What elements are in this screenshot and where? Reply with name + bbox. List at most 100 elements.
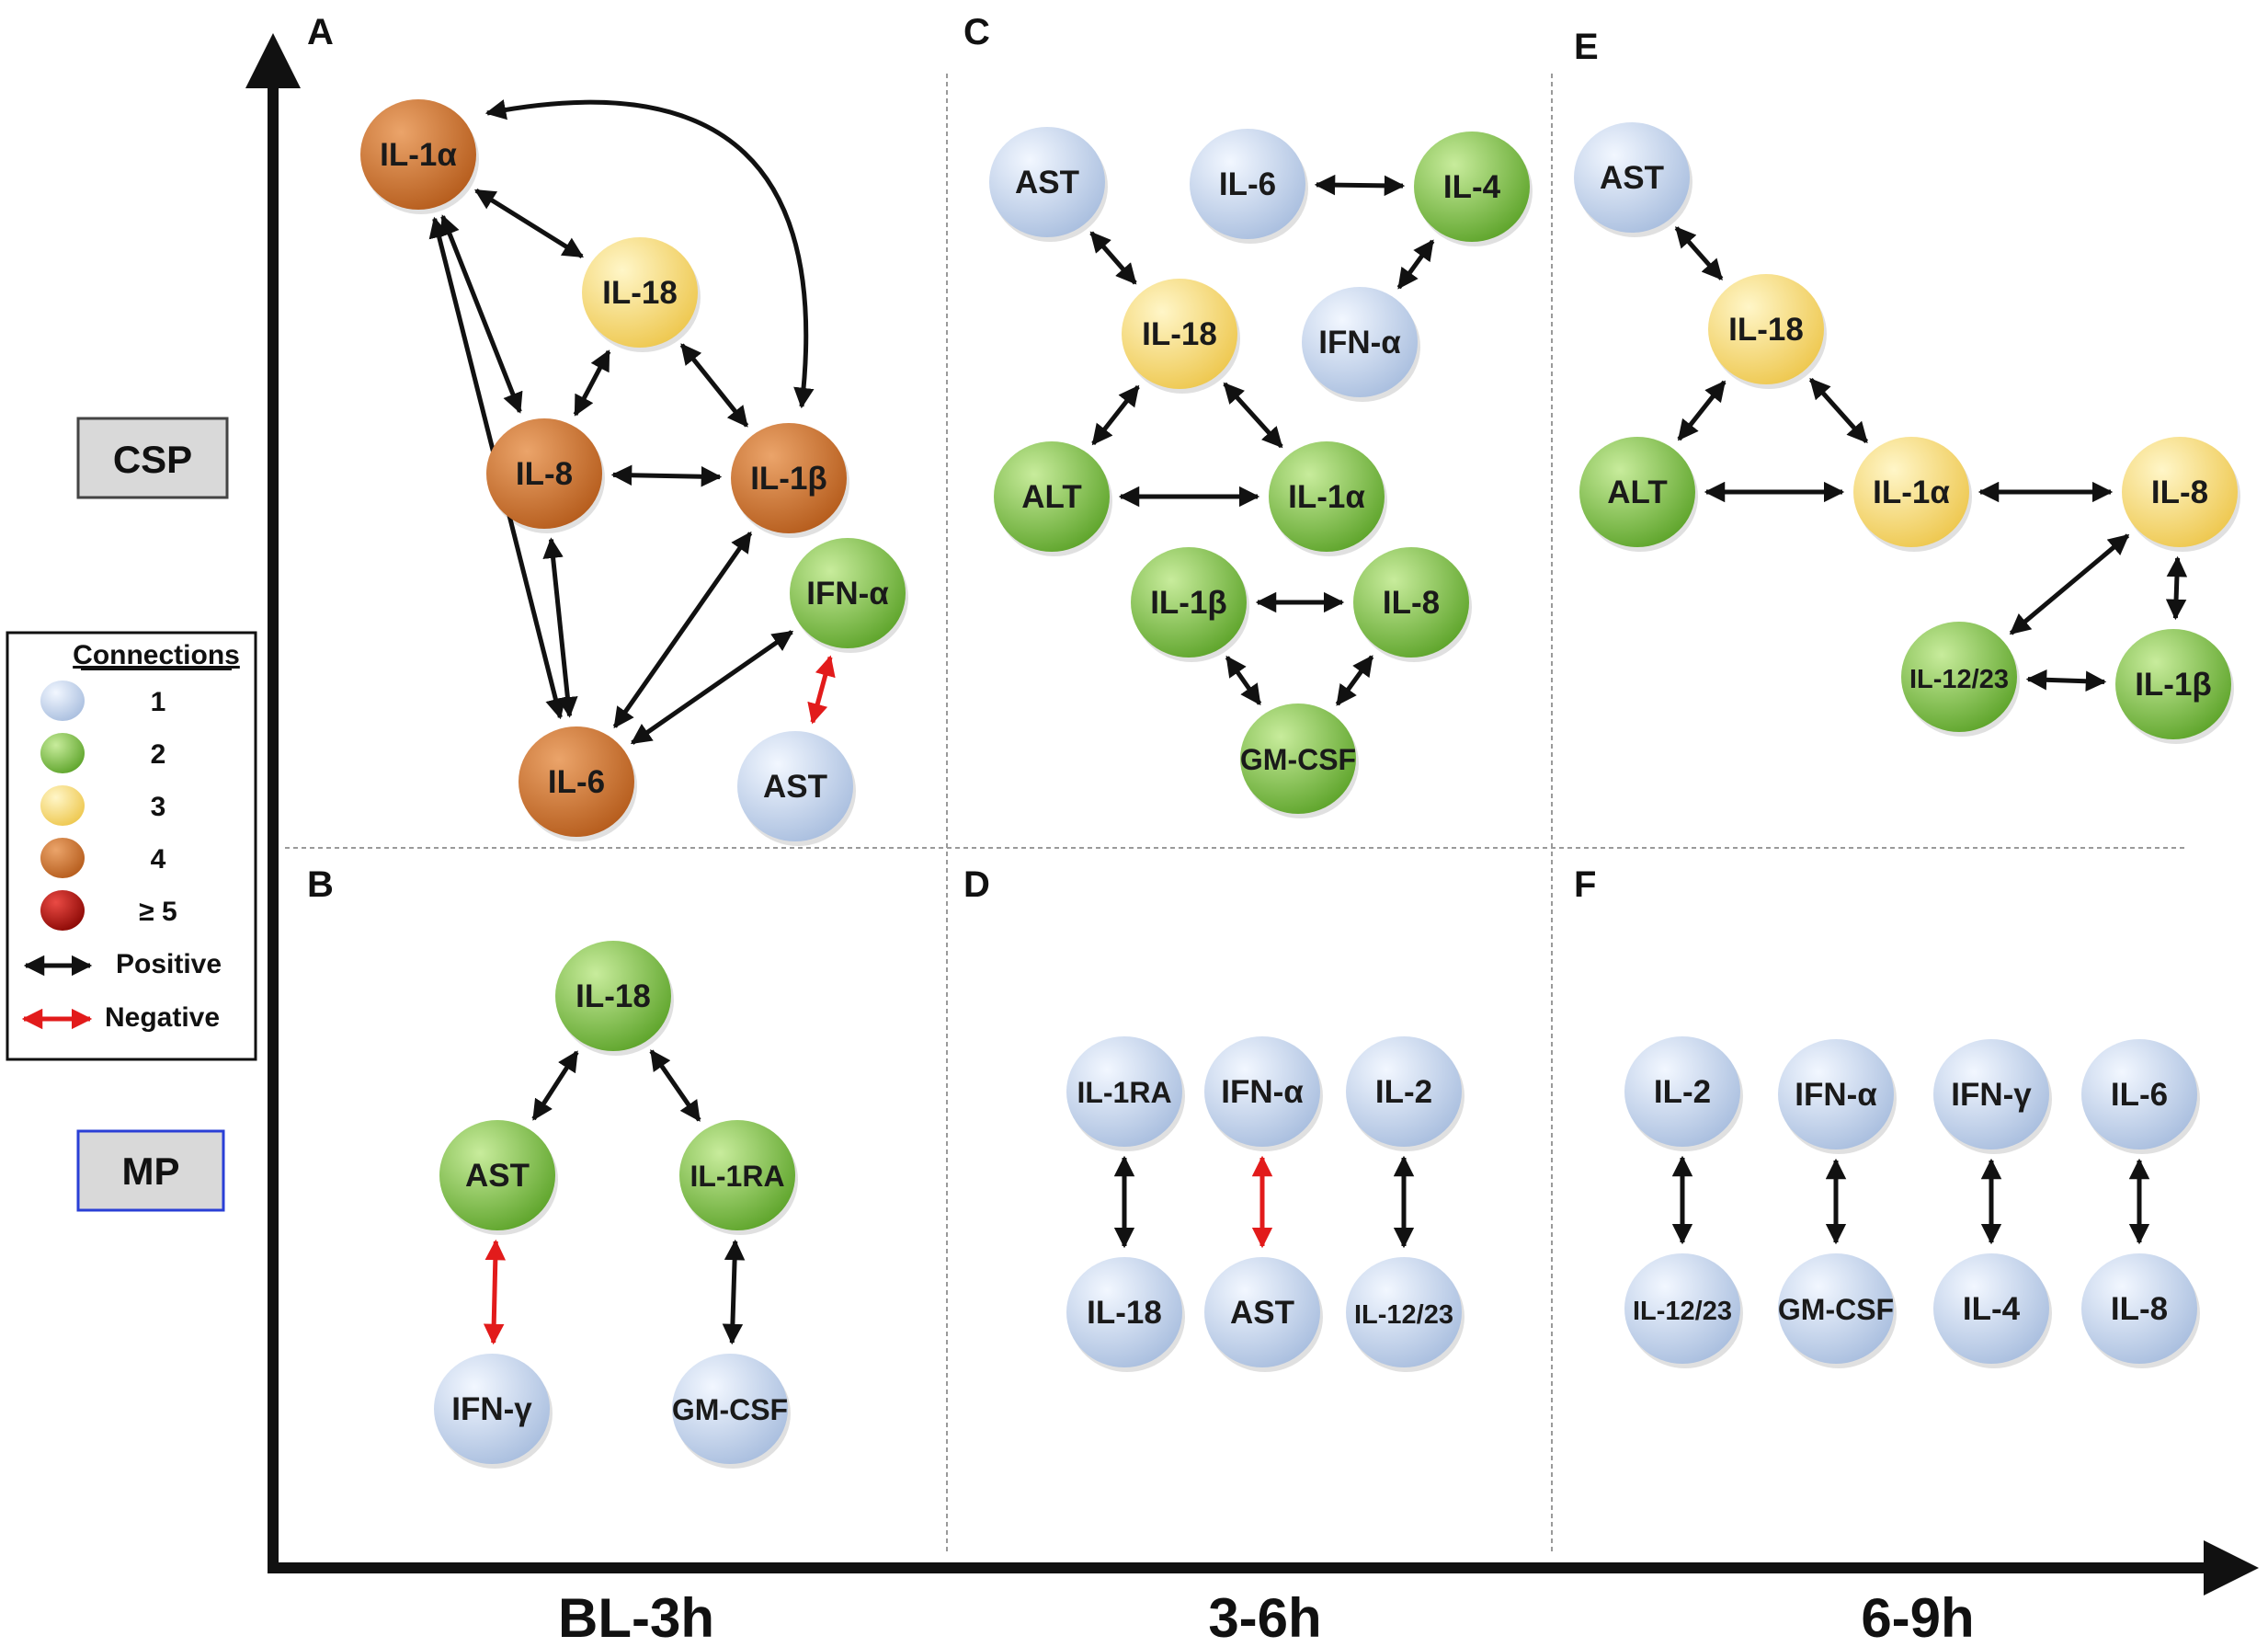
node-label: IL-4 — [1963, 1291, 2021, 1327]
node-label: AST — [465, 1158, 530, 1194]
node-b-ast: AST — [439, 1120, 558, 1235]
node-f-il2: IL-2 — [1624, 1036, 1743, 1151]
node-c-il6: IL-6 — [1190, 129, 1308, 244]
legend-item-label: ≥ 5 — [139, 897, 177, 927]
node-b-il18: IL-18 — [555, 941, 674, 1056]
node-c-il8: IL-8 — [1353, 547, 1472, 662]
node-label: IL-2 — [1654, 1074, 1711, 1110]
node-label: IL-18 — [1728, 312, 1804, 348]
node-label: IL-1β — [750, 461, 827, 497]
node-e-il1223: IL-12/23 — [1901, 622, 2020, 737]
node-a-ast: AST — [737, 731, 856, 846]
node-f-il8: IL-8 — [2081, 1253, 2200, 1368]
mp-group-label: MP — [76, 1129, 225, 1212]
csp-group-label: CSP — [76, 417, 229, 499]
node-b-gmcsf: GM-CSF — [672, 1354, 791, 1469]
node-d-il2: IL-2 — [1346, 1036, 1465, 1151]
positive-edge-C_IL18-C_ALT — [1091, 384, 1140, 446]
node-label: GM-CSF — [672, 1393, 788, 1426]
node-f-gmcsf: GM-CSF — [1778, 1253, 1897, 1368]
positive-edge-A_IL1b-A_IL6 — [612, 531, 753, 729]
node-label: GM-CSF — [1240, 743, 1356, 776]
legend-item-label: 1 — [151, 687, 166, 717]
node-c-ifna: IFN-α — [1302, 287, 1420, 402]
node-label: ALT — [1021, 479, 1081, 515]
panel-letter-d: D — [963, 864, 990, 905]
node-label: IFN-γ — [451, 1391, 532, 1427]
csp-label-text: CSP — [113, 438, 192, 481]
node-c-il4: IL-4 — [1414, 132, 1533, 246]
node-b-ifng: IFN-γ — [434, 1354, 553, 1469]
panel-letter-c: C — [963, 12, 990, 52]
legend-swatch-1 — [40, 681, 85, 721]
positive-edge-E_IL8-E_IL1223 — [2009, 533, 2130, 635]
panel-letter-a: A — [307, 12, 334, 52]
node-label: IFN-γ — [1951, 1077, 2032, 1113]
node-label: IL-18 — [602, 275, 678, 311]
legend-item-label: 2 — [151, 739, 166, 770]
node-c-il1a: IL-1α — [1269, 441, 1387, 556]
positive-edge-C_IL6-C_IL4 — [1314, 174, 1406, 197]
node-b-il1ra: IL-1RA — [679, 1120, 798, 1235]
node-label: AST — [1600, 160, 1664, 196]
node-label: IL-1RA — [690, 1160, 784, 1193]
node-label: IL-6 — [2111, 1077, 2168, 1113]
node-f-il4: IL-4 — [1933, 1253, 2052, 1368]
node-d-ast: AST — [1204, 1257, 1323, 1372]
node-label: IL-18 — [1142, 316, 1217, 352]
node-label: IL-4 — [1443, 169, 1501, 205]
positive-edge-C_AST-C_IL18 — [1089, 231, 1137, 285]
node-label: IL-8 — [2111, 1291, 2168, 1327]
node-label: IL-18 — [1087, 1295, 1162, 1331]
node-label: IL-8 — [2151, 475, 2208, 510]
positive-edge-A_IL8-A_IL6 — [542, 537, 578, 718]
positive-edge-A_IL1a-A_IL1b — [484, 99, 815, 409]
node-f-ifna: IFN-α — [1778, 1039, 1897, 1154]
positive-edge-A_IL18-A_IL8 — [573, 349, 611, 417]
legend-title: Connections — [73, 640, 240, 670]
node-d-il1ra: IL-1RA — [1066, 1036, 1185, 1151]
time-label-6-9h: 6-9h — [1861, 1587, 1974, 1647]
positive-edge-A_IL18-A_IL1b — [679, 343, 749, 428]
positive-edge-C_IL18-C_IL1a — [1223, 382, 1283, 449]
node-label: IL-1RA — [1077, 1076, 1171, 1109]
positive-edge-C_IL1b-C_GMCSF — [1225, 655, 1262, 706]
node-label: IL-1α — [1288, 479, 1365, 515]
legend-negative-label: Negative — [105, 1002, 220, 1033]
legend-swatch-2 — [40, 733, 85, 773]
positive-edge-E_IL18-E_IL1a — [1808, 377, 1869, 444]
node-e-ast: AST — [1574, 122, 1692, 237]
node-label: IL-1α — [1873, 475, 1950, 510]
node-c-il18: IL-18 — [1122, 279, 1240, 394]
node-d-il1223: IL-12/23 — [1346, 1257, 1465, 1372]
node-label: IFN-α — [806, 576, 889, 612]
node-f-il1223: IL-12/23 — [1624, 1253, 1743, 1368]
positive-edge-B_IL1RA-B_GMCSF — [722, 1239, 746, 1345]
mp-label-text: MP — [122, 1149, 180, 1193]
node-label: IL-6 — [1219, 166, 1276, 202]
node-e-il1a: IL-1α — [1853, 437, 1972, 552]
node-label: AST — [1015, 165, 1079, 200]
node-label: ALT — [1607, 475, 1667, 510]
node-label: IFN-α — [1795, 1077, 1877, 1113]
node-label: IL-12/23 — [1633, 1297, 1732, 1326]
panel-letter-e: E — [1574, 27, 1599, 67]
node-a-il1a: IL-1α — [360, 99, 479, 214]
node-f-il6: IL-6 — [2081, 1039, 2200, 1154]
node-c-alt: ALT — [994, 441, 1112, 556]
legend-swatch-5 — [40, 890, 85, 931]
node-label: IL-1α — [380, 137, 457, 173]
positive-edge-B_IL18-B_AST — [531, 1050, 579, 1121]
node-d-il18: IL-18 — [1066, 1257, 1185, 1372]
node-e-il18: IL-18 — [1708, 274, 1827, 389]
axes — [245, 33, 2259, 1596]
node-f-ifng: IFN-γ — [1933, 1039, 2052, 1154]
node-label: IL-1β — [1150, 585, 1227, 621]
node-label: IL-2 — [1375, 1074, 1432, 1110]
legend-swatch-4 — [40, 838, 85, 878]
positive-edge-E_AST-E_IL18 — [1674, 226, 1724, 280]
node-c-gmcsf: GM-CSF — [1240, 703, 1359, 818]
